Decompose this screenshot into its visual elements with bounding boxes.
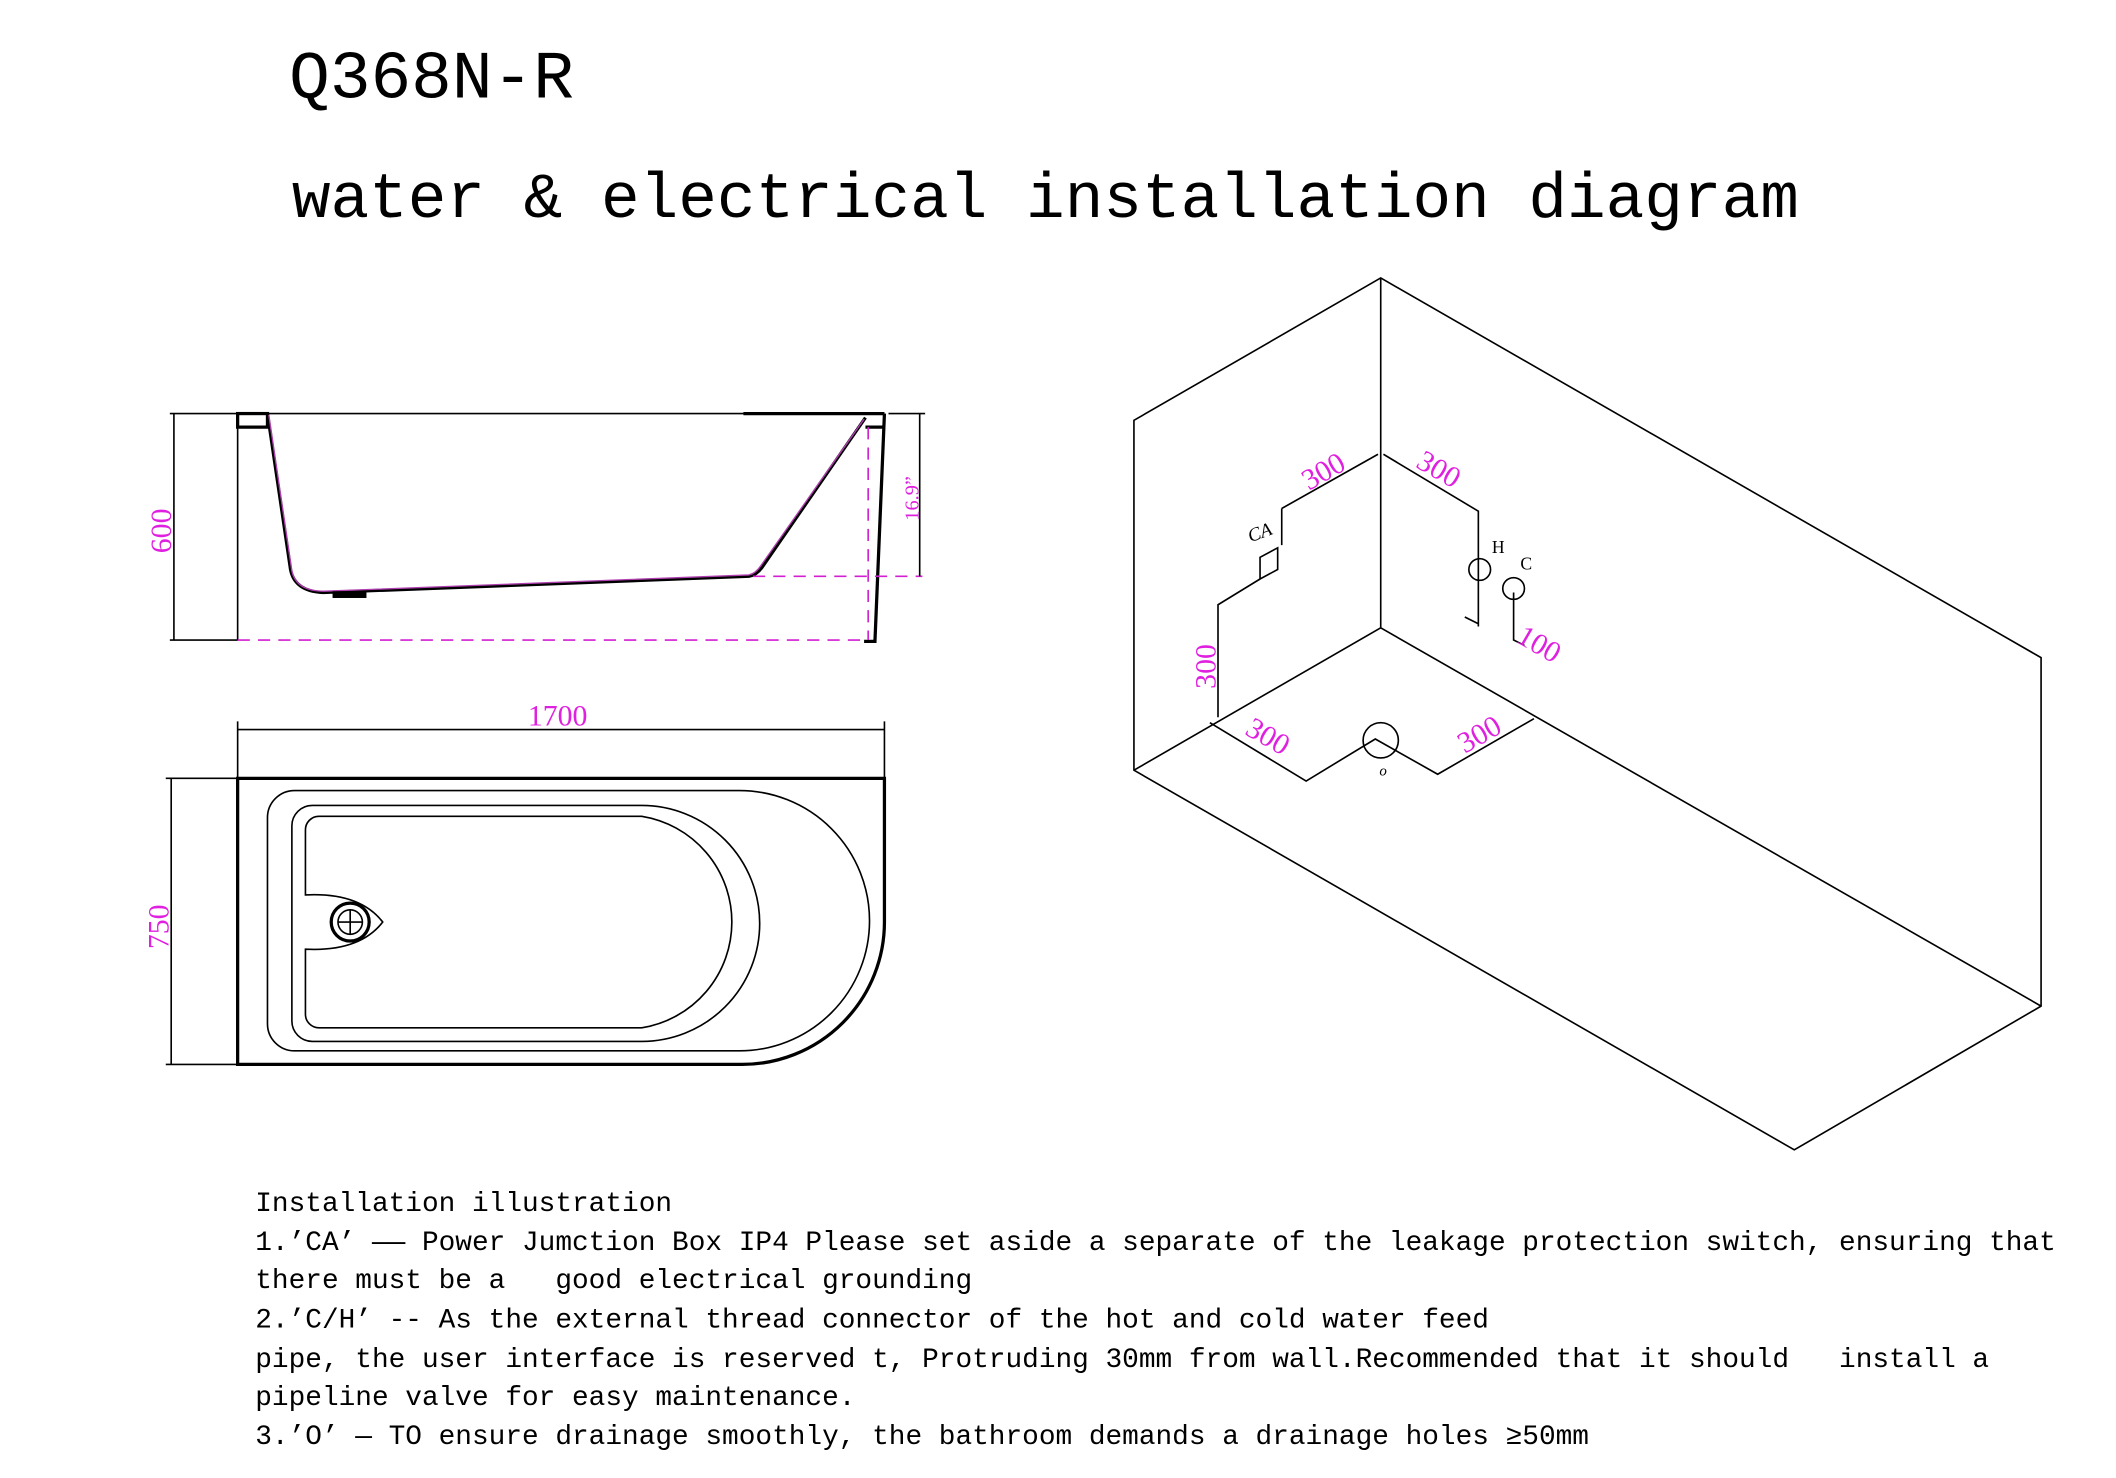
notes-heading: Installation illustration bbox=[255, 1189, 672, 1220]
label-c: C bbox=[1520, 554, 1532, 574]
dim-ca-height: 300 bbox=[1189, 644, 1222, 689]
diagram-subtitle: water & electrical installation diagram bbox=[292, 164, 1799, 237]
side-view: 600 16.9” bbox=[145, 411, 926, 643]
side-height-dim: 600 bbox=[145, 508, 178, 553]
dim-floor-right: 300 bbox=[1452, 709, 1507, 760]
note-line: 2.’C/H’ -- As the external thread connec… bbox=[255, 1305, 1489, 1336]
note-line: pipe, the user interface is reserved t, … bbox=[255, 1345, 1989, 1376]
isometric-view: CA 300 300 H C 300 100 o 300 300 bbox=[1133, 277, 2042, 1151]
label-drain: o bbox=[1379, 764, 1387, 780]
label-h: H bbox=[1492, 537, 1505, 557]
junction-box-icon bbox=[1259, 546, 1279, 581]
model-title: Q368N-R bbox=[289, 43, 574, 119]
plan-view: 1700 750 bbox=[142, 699, 887, 1067]
drain-icon bbox=[329, 901, 371, 943]
hot-water-icon bbox=[1468, 557, 1492, 582]
dim-hc-wall: 300 bbox=[1411, 444, 1466, 495]
plan-width-dim: 750 bbox=[142, 904, 175, 949]
note-line: pipeline valve for easy maintenance. bbox=[255, 1383, 855, 1414]
note-line: 3.’O’ — TO ensure drainage smoothly, the… bbox=[255, 1422, 1589, 1453]
label-ca: CA bbox=[1245, 519, 1275, 547]
floor-drain-icon bbox=[1362, 721, 1400, 759]
dim-floor-left: 300 bbox=[1240, 711, 1295, 762]
dim-ca-wall: 300 bbox=[1296, 446, 1351, 497]
plan-length-dim: 1700 bbox=[528, 699, 588, 732]
side-depth-dim: 16.9” bbox=[901, 476, 923, 521]
installation-notes: Installation illustration 1.’CA’ —— Powe… bbox=[255, 1189, 2056, 1453]
note-line: there must be a good electrical groundin… bbox=[255, 1266, 972, 1297]
note-line: 1.’CA’ —— Power Jumction Box IP4 Please … bbox=[255, 1228, 2056, 1259]
dim-hc-spacing: 100 bbox=[1511, 619, 1566, 670]
